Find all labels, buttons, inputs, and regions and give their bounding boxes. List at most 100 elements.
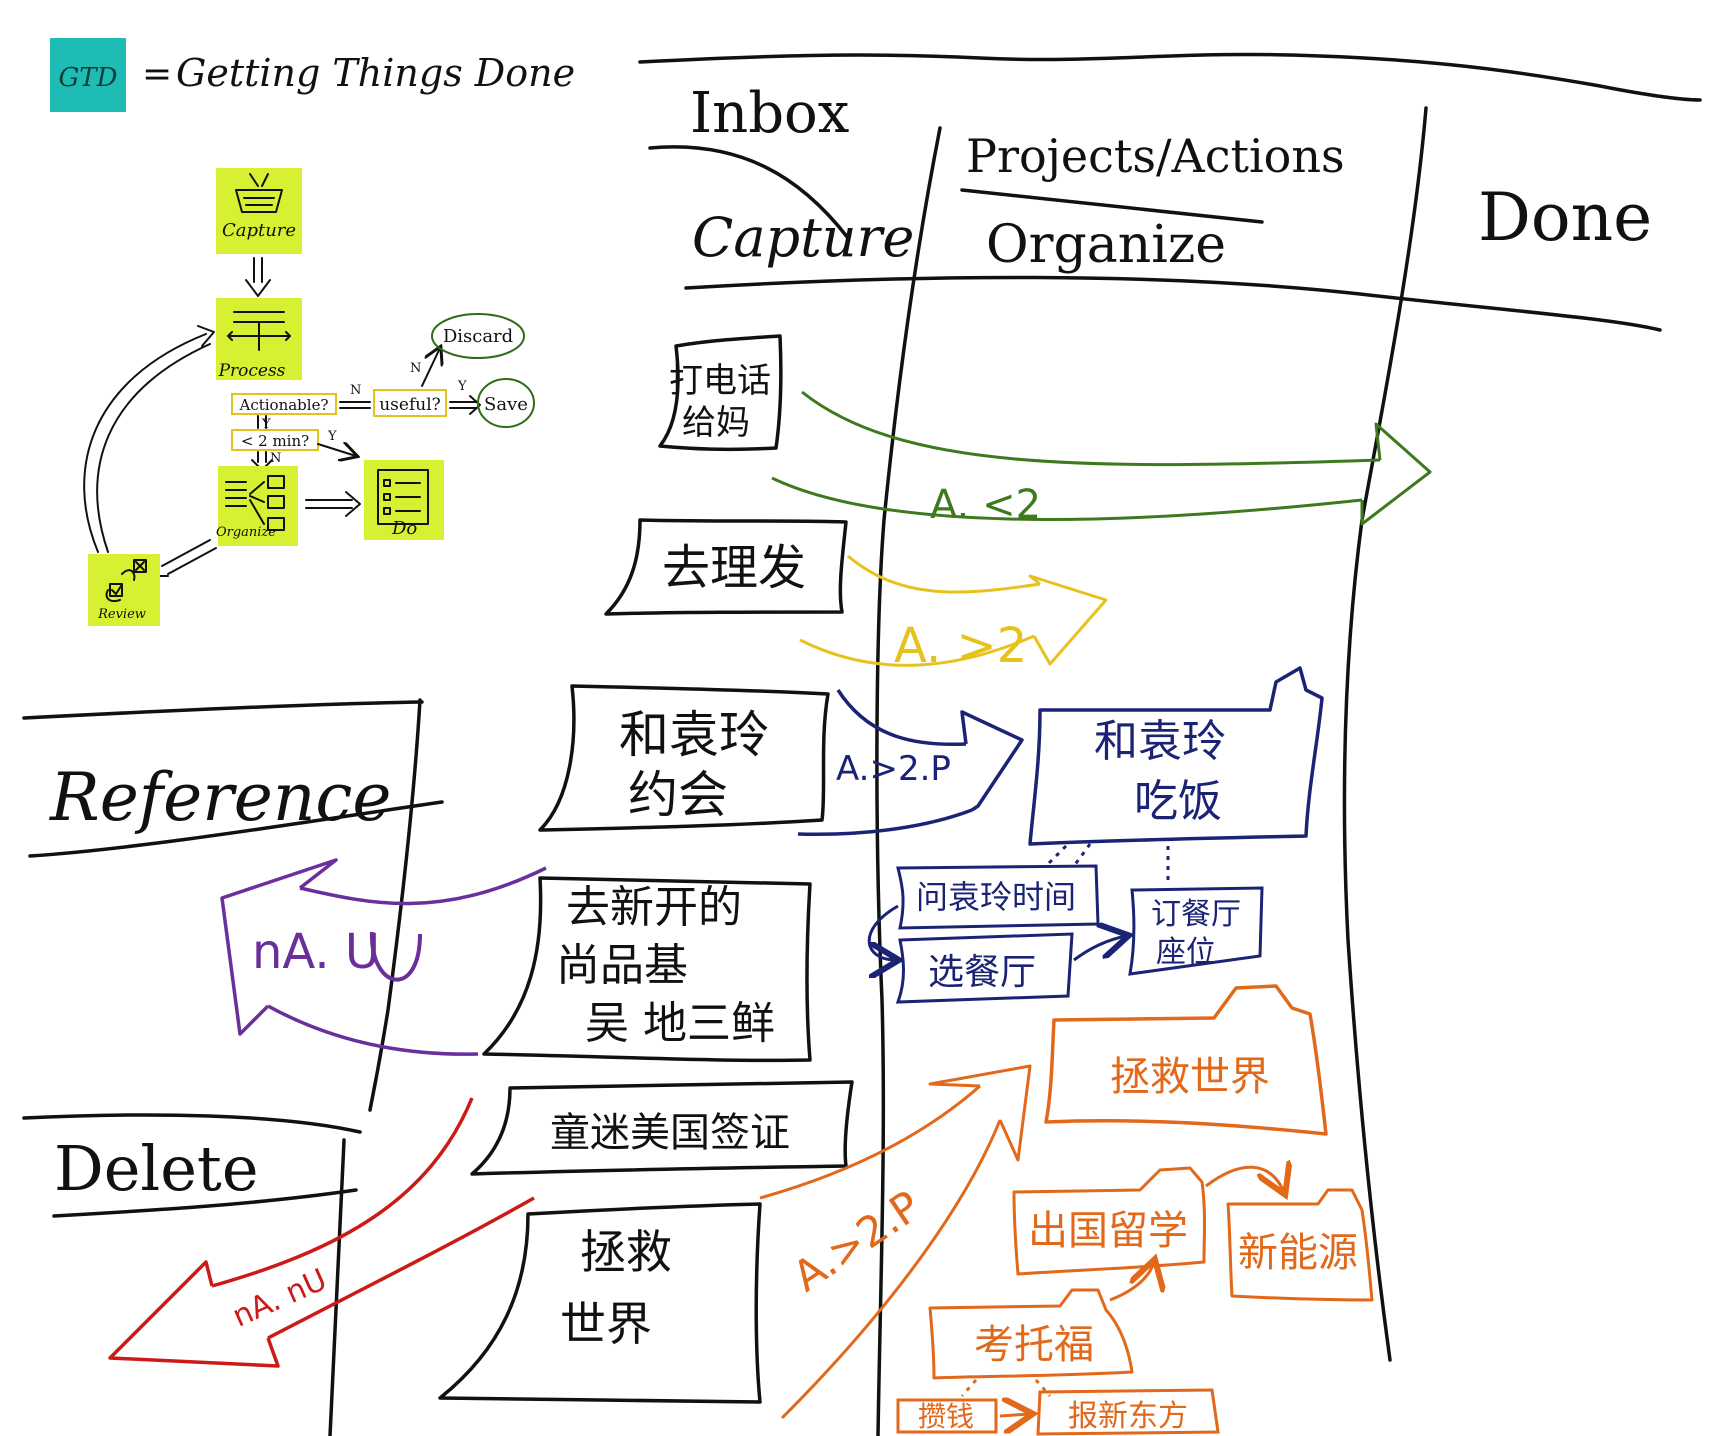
flow-arrow-organize-review	[153, 539, 217, 577]
gtd-flowchart: Capture Process Actionable? N useful? N …	[83, 168, 535, 626]
navy-arrow-choose-book	[1073, 936, 1126, 962]
card-haircut-line1: 去理发	[662, 540, 806, 596]
purple-arrow-reference: nA. U	[220, 858, 547, 1056]
delete-divider	[328, 1138, 346, 1436]
useful-question-box	[373, 389, 447, 417]
sub-study-abroad-text: 出国留学	[1028, 1208, 1188, 1254]
card-save-world-line1: 拯救	[580, 1225, 672, 1279]
useful-question: useful?	[379, 395, 441, 415]
board-top-edge	[638, 52, 1702, 102]
delete-title: Delete	[54, 1132, 259, 1205]
review-label: Review	[97, 607, 146, 622]
flow-arrow-useful-discard	[421, 348, 440, 387]
orange-arrow-money-course	[999, 1414, 1030, 1416]
card-call-mom-line2: 给妈	[682, 403, 750, 443]
reference-bottom-line	[28, 800, 444, 858]
yellow-arrow-project: A. >2	[799, 554, 1108, 674]
navy-loop-arrow	[867, 904, 898, 960]
orange-subproject-save-money: 攒钱	[896, 1398, 998, 1434]
inbox-header-curve	[648, 145, 850, 240]
inbox-card-restaurant: 去新开的 尚品基 吴 地三鲜	[482, 876, 812, 1063]
inbox-tray-icon	[235, 173, 283, 213]
process-label: Process	[218, 361, 286, 381]
navy-task-book-seat: 订餐厅 座位	[1128, 886, 1264, 976]
orange-subproject-new-energy: 新能源	[1226, 1188, 1374, 1302]
card-date-line2: 约会	[628, 766, 728, 824]
card-date-line1: 和袁玲	[619, 706, 769, 764]
card-restaurant-line3: 吴 地三鲜	[585, 998, 775, 1049]
gtd-badge	[50, 38, 126, 112]
capture-column-subtitle: Capture	[692, 206, 914, 269]
flow-n3: N	[270, 451, 281, 466]
orange-arrow-study-energy	[1205, 1167, 1284, 1192]
navy-arrow-project: A.>2.P	[797, 689, 1024, 836]
projects-underline	[960, 188, 1264, 224]
inbox-card-haircut: 去理发	[604, 518, 848, 616]
card-restaurant-line1: 去新开的	[566, 882, 742, 933]
discard-node	[431, 313, 525, 359]
card-restaurant-line2: 尚品基	[556, 940, 688, 991]
capture-label: Capture	[222, 220, 296, 241]
gtd-expansion: Getting Things Done	[176, 51, 575, 95]
sub-save-money-text: 攒钱	[918, 1400, 974, 1433]
sub-toefl-text: 考托福	[974, 1322, 1094, 1368]
card-save-world-line2: 世界	[560, 1297, 652, 1351]
green-arrow-label: A. <2	[930, 482, 1041, 528]
flow-arrow-useful-save	[449, 395, 481, 415]
task-ask-time-text: 问袁玲时间	[916, 878, 1076, 916]
equals-sign: =	[142, 54, 172, 95]
navy-task-choose-place: 选餐厅	[895, 932, 1074, 1004]
flow-arrow-2min-do	[317, 444, 356, 456]
review-sticky	[88, 554, 160, 626]
projects-done-divider	[1342, 106, 1428, 1362]
organize-icon	[225, 475, 285, 531]
flow-arrow-review-process	[83, 325, 215, 553]
sub-new-energy-text: 新能源	[1238, 1230, 1358, 1276]
inbox-projects-divider	[875, 126, 942, 1436]
flow-arrow-capture-process	[245, 257, 271, 297]
organize-label: Organize	[216, 525, 276, 540]
flow-arrow-organize-do	[305, 491, 361, 517]
flow-y1: Y	[457, 379, 467, 394]
board-frame: Inbox Capture Projects/Actions Organize …	[22, 52, 1702, 1436]
flow-n1: N	[350, 383, 361, 398]
done-column-title: Done	[1478, 179, 1652, 256]
reference-title: Reference	[49, 759, 391, 836]
flow-arrow-actionable-2min	[257, 415, 267, 429]
orange-dotted-connector	[960, 1379, 1052, 1397]
delete-top-line	[22, 1113, 362, 1134]
gtd-header: GTD = Getting Things Done	[50, 38, 575, 112]
navy-folder-line2: 吃饭	[1134, 776, 1222, 827]
navy-folder-line1: 和袁玲	[1094, 716, 1226, 767]
organize-column-subtitle: Organize	[986, 215, 1226, 275]
navy-dotted-connector-1	[1044, 843, 1170, 884]
red-arrow-label: nA. nU	[227, 1262, 332, 1334]
inbox-card-visa: 童迷美国签证	[470, 1080, 854, 1176]
orange-folder-text: 拯救世界	[1110, 1054, 1270, 1100]
save-label: Save	[484, 394, 528, 415]
orange-subproject-new-oriental: 报新东方	[1036, 1388, 1220, 1436]
reference-divider	[368, 698, 422, 1112]
gtd-badge-text: GTD	[59, 63, 118, 93]
inbox-card-date: 和袁玲 约会	[538, 684, 830, 832]
orange-subproject-study-abroad: 出国留学	[1012, 1166, 1206, 1276]
orange-arrow-label: A.>2.P	[784, 1181, 929, 1301]
flow-arrow-actionable-useful	[339, 401, 371, 409]
navy-project-folder: 和袁玲 吃饭	[1028, 666, 1324, 846]
flow-n2: N	[410, 361, 421, 376]
yellow-arrow-label: A. >2	[894, 618, 1027, 674]
task-choose-place-text: 选餐厅	[928, 952, 1036, 993]
inbox-card-call-mom: 打电话 给妈	[658, 334, 783, 452]
orange-project-folder: 拯救世界	[1044, 984, 1328, 1136]
two-min-question-box	[231, 429, 319, 451]
green-arrow-do-now: A. <2	[771, 390, 1432, 528]
actionable-question: Actionable?	[238, 396, 328, 414]
save-node	[477, 378, 535, 428]
orange-subproject-toefl: 考托福	[928, 1288, 1134, 1380]
sub-new-oriental-text: 报新东方	[1068, 1399, 1188, 1434]
inbox-card-save-world: 拯救 世界	[438, 1202, 762, 1404]
two-min-question: < 2 min?	[241, 432, 309, 450]
task-book-seat-line2: 座位	[1156, 935, 1216, 970]
projects-column-title: Projects/Actions	[966, 129, 1345, 183]
